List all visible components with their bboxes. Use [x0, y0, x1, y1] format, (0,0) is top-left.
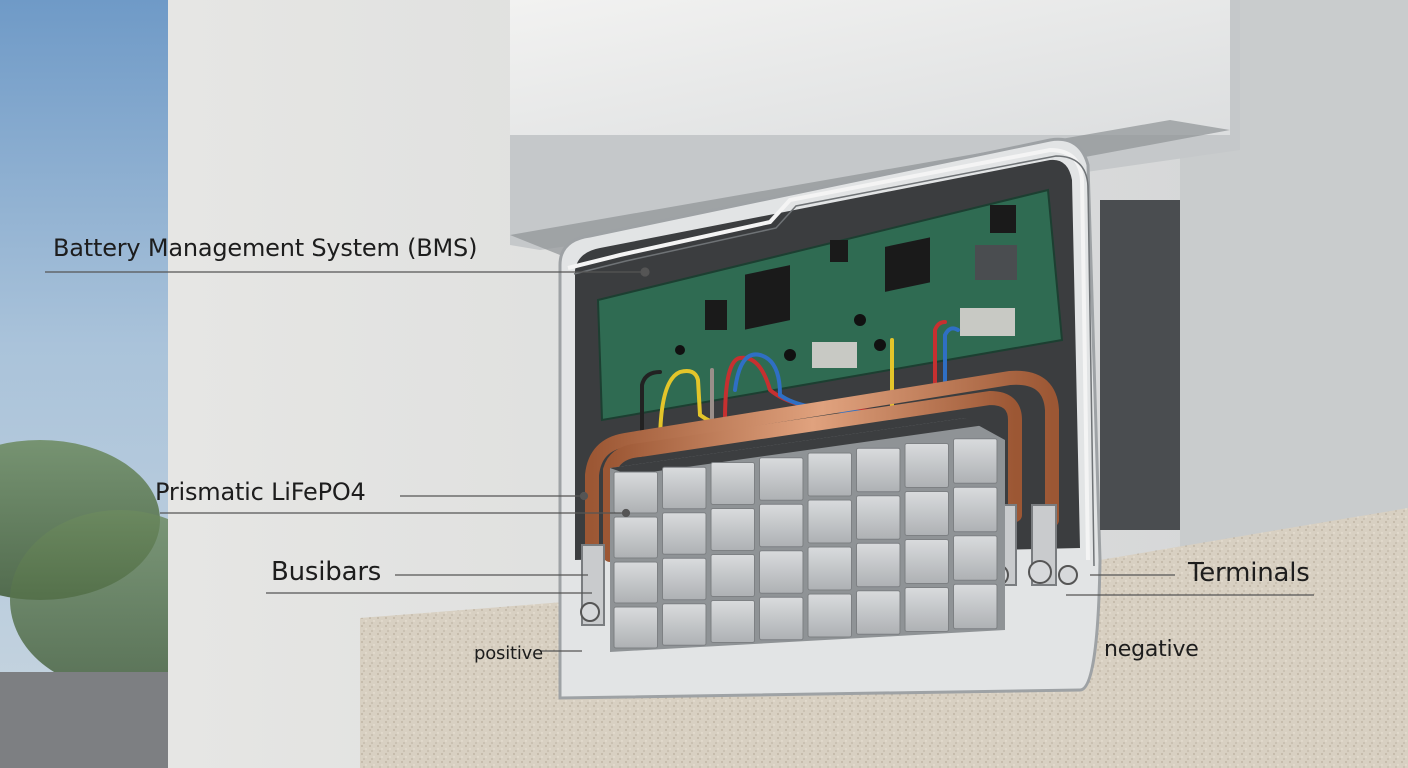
prismatic-cell — [759, 503, 804, 548]
prismatic-cell — [613, 471, 658, 514]
prismatic-cell — [710, 600, 755, 643]
prismatic-cell — [710, 554, 755, 597]
prismatic-cell — [662, 603, 707, 646]
label-terminals: Terminals — [1188, 558, 1310, 588]
prismatic-cell — [904, 587, 949, 632]
cell-grid — [613, 438, 998, 649]
prismatic-cell — [807, 499, 852, 544]
prismatic-cell — [662, 512, 707, 555]
prismatic-cell — [953, 438, 998, 484]
prismatic-cell — [904, 539, 949, 584]
label-bms: Battery Management System (BMS) — [53, 234, 478, 262]
prismatic-cell — [613, 561, 658, 604]
prismatic-cell — [759, 457, 804, 501]
prismatic-cell — [662, 466, 707, 510]
prismatic-cell — [904, 491, 949, 536]
prismatic-cell — [953, 583, 998, 630]
prismatic-cell — [856, 542, 901, 588]
prismatic-cell — [613, 516, 658, 559]
prismatic-cell — [759, 550, 804, 594]
prismatic-cell — [662, 557, 707, 601]
prismatic-cell — [807, 452, 852, 497]
label-busbars: Busibars — [271, 557, 382, 587]
prismatic-cell — [807, 593, 852, 638]
prismatic-cell — [807, 546, 852, 591]
label-prismatic-cells: Prismatic LiFePO4 — [155, 478, 366, 506]
prismatic-cell — [953, 535, 998, 581]
prismatic-cell — [856, 447, 901, 493]
prismatic-cell — [856, 495, 901, 540]
prismatic-cell — [613, 606, 658, 649]
prismatic-cell — [759, 596, 804, 641]
prismatic-cell — [904, 443, 949, 488]
label-positive: positive — [474, 643, 544, 664]
prismatic-cell — [710, 462, 755, 505]
prismatic-cell — [710, 508, 755, 551]
prismatic-cell — [953, 486, 998, 533]
label-negative: negative — [1104, 637, 1199, 662]
prismatic-cell — [856, 590, 901, 635]
